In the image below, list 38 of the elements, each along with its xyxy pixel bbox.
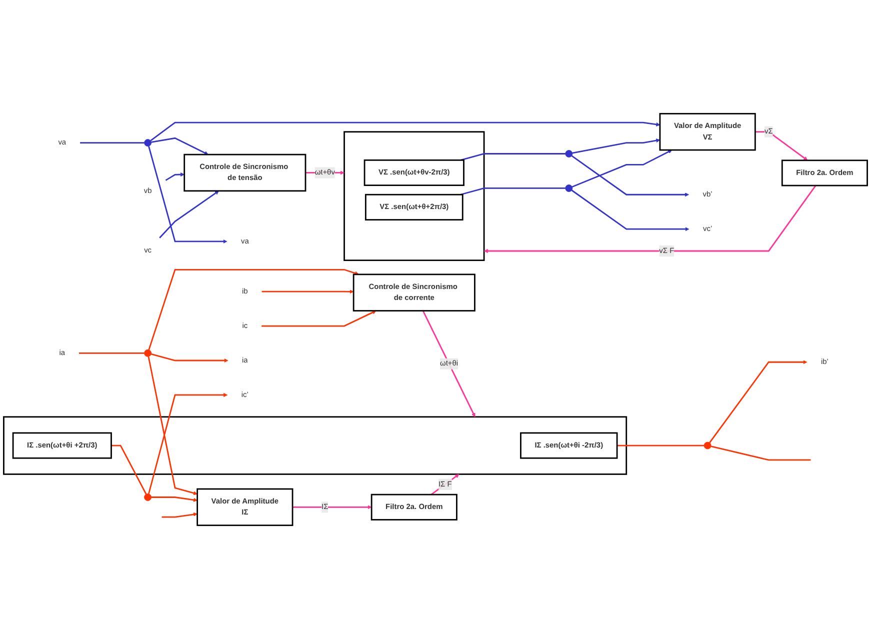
connector: [617, 444, 704, 446]
arrow: [162, 512, 198, 518]
node-circle: [565, 150, 573, 158]
arrow: [150, 353, 228, 363]
arrow: [159, 190, 220, 238]
node-circle: [144, 139, 152, 147]
arrow: [572, 138, 660, 154]
arrow: [430, 474, 460, 496]
node-circle: [704, 442, 712, 450]
node-circle: [144, 494, 152, 501]
arrow: [484, 185, 816, 254]
arrow: [422, 310, 476, 418]
arrow: [755, 131, 808, 161]
connector: [111, 444, 147, 494]
node-circle: [565, 184, 573, 192]
arrow: [151, 137, 208, 155]
arrow: [571, 190, 690, 232]
arrow: [150, 122, 660, 142]
arrow: [148, 392, 228, 494]
connector: [80, 142, 144, 144]
arrow: [148, 356, 198, 496]
arrow: [262, 310, 376, 327]
arrow: [571, 155, 689, 197]
cluster: [3, 416, 628, 475]
arrow: [709, 360, 808, 444]
connector: [460, 153, 566, 161]
arrow: [148, 146, 228, 244]
arrow: [262, 290, 354, 294]
connector: [460, 188, 566, 196]
cluster: [344, 131, 485, 262]
arrow: [292, 505, 372, 510]
arrow: [151, 496, 198, 502]
arrow: [572, 150, 672, 188]
connector: [710, 446, 811, 461]
node-circle: [144, 349, 152, 357]
connector: [79, 352, 144, 354]
arrow: [165, 172, 185, 181]
arrow: [148, 268, 359, 350]
